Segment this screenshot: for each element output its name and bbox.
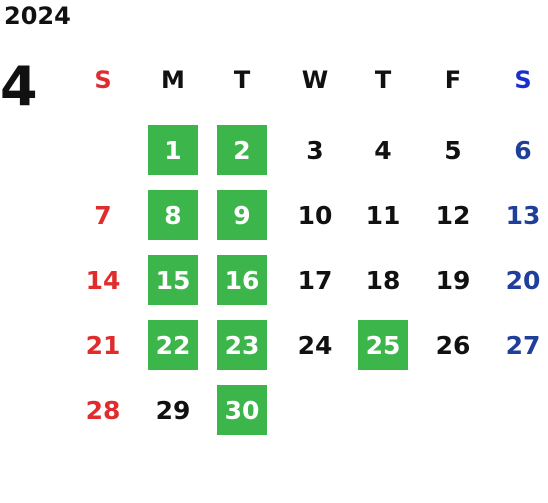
calendar-day-highlighted[interactable]: 22: [148, 320, 198, 370]
calendar-day[interactable]: 19: [435, 265, 471, 295]
calendar-month: 4: [0, 55, 38, 118]
calendar-day[interactable]: 27: [505, 330, 541, 360]
weekday-header: F: [444, 66, 462, 94]
calendar-day[interactable]: 3: [306, 135, 324, 165]
calendar-day[interactable]: 21: [85, 330, 121, 360]
calendar-day[interactable]: 28: [85, 395, 121, 425]
calendar-day[interactable]: 6: [514, 135, 532, 165]
calendar-day[interactable]: 29: [155, 395, 191, 425]
weekday-header: T: [374, 66, 392, 94]
calendar-day-highlighted[interactable]: 30: [217, 385, 267, 435]
calendar-day[interactable]: 26: [435, 330, 471, 360]
calendar-day[interactable]: 12: [435, 200, 471, 230]
calendar-day[interactable]: 14: [85, 265, 121, 295]
calendar-day-highlighted[interactable]: 25: [358, 320, 408, 370]
calendar-day[interactable]: 11: [365, 200, 401, 230]
calendar-year: 2024: [4, 2, 71, 30]
calendar-day[interactable]: 20: [505, 265, 541, 295]
weekday-header: T: [233, 66, 251, 94]
calendar-day-highlighted[interactable]: 2: [217, 125, 267, 175]
calendar-day[interactable]: 24: [297, 330, 333, 360]
calendar-day[interactable]: 4: [374, 135, 392, 165]
calendar-day-highlighted[interactable]: 8: [148, 190, 198, 240]
calendar-day[interactable]: 13: [505, 200, 541, 230]
weekday-header: W: [301, 66, 329, 94]
calendar-day[interactable]: 5: [444, 135, 462, 165]
calendar-day-highlighted[interactable]: 15: [148, 255, 198, 305]
calendar-day-highlighted[interactable]: 23: [217, 320, 267, 370]
calendar-day[interactable]: 17: [297, 265, 333, 295]
weekday-header: M: [161, 66, 185, 94]
calendar-day[interactable]: 18: [365, 265, 401, 295]
weekday-header: S: [514, 66, 532, 94]
calendar-day-highlighted[interactable]: 1: [148, 125, 198, 175]
calendar-day-highlighted[interactable]: 9: [217, 190, 267, 240]
calendar-day-highlighted[interactable]: 16: [217, 255, 267, 305]
weekday-header: S: [94, 66, 112, 94]
calendar-day[interactable]: 7: [94, 200, 112, 230]
calendar-day[interactable]: 10: [297, 200, 333, 230]
